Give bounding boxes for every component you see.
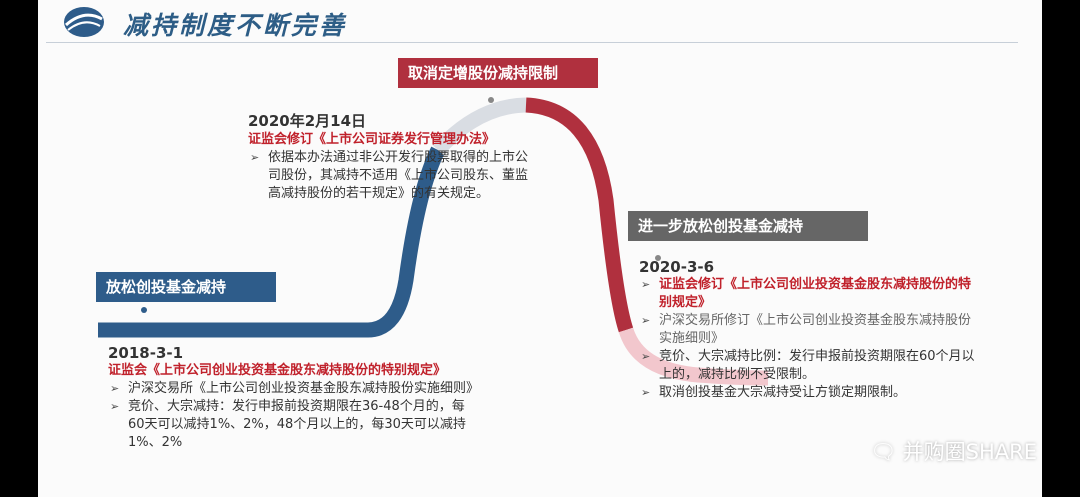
banner-further-relax-vc: 进一步放松创投基金减持 xyxy=(628,211,868,241)
event-title: 证监会《上市公司创业投资基金股东减持股份的特别规定》 xyxy=(108,363,447,378)
banner-remove-restrictions: 取消定增股份减持限制 xyxy=(398,58,598,88)
event-point: 沪深交易所《上市公司创业投资基金股东减持股份实施细则》 xyxy=(108,380,479,398)
event-2020-03: 2020-3-6 证监会修订《上市公司创业投资基金股东减持股份的特别规定》 沪深… xyxy=(639,258,979,402)
watermark-text: 并购圈SHARE xyxy=(902,440,1038,464)
watermark: 🗨并购圈SHARE xyxy=(870,436,1037,466)
title-divider xyxy=(46,42,1018,43)
event-2018: 2018-3-1 证监会《上市公司创业投资基金股东减持股份的特别规定》 沪深交易… xyxy=(108,344,479,452)
event-date: 2018-3-1 xyxy=(108,344,184,362)
wechat-icon: 🗨 xyxy=(870,440,897,464)
page-title: 减持制度不断完善 xyxy=(123,11,348,40)
event-point: 沪深交易所修订《上市公司创业投资基金股东减持股份实施细则》 xyxy=(639,312,979,348)
logo-icon xyxy=(64,7,104,37)
slide: 减持制度不断完善 取消定增股份减持限制 放松创投基金减持 进一步放松创投基金减持… xyxy=(38,0,1042,497)
event-date: 2020年2月14日 xyxy=(248,112,367,130)
event-2020-02: 2020年2月14日 证监会修订《上市公司证券发行管理办法》 依据本办法通过非公… xyxy=(248,110,530,203)
event-point: 证监会修订《上市公司创业投资基金股东减持股份的特别规定》 xyxy=(639,276,979,312)
event-point: 竞价、大宗减持比例：发行申报前投资期限在60个月以上的，减持比例不受限制。 xyxy=(639,348,979,384)
banner-relax-vc: 放松创投基金减持 xyxy=(96,272,276,302)
event-point: 依据本办法通过非公开发行股票取得的上市公司股份，其减持不适用《上市公司股东、董监… xyxy=(248,149,530,203)
event-point: 竞价、大宗减持：发行申报前投资期限在36-48个月的，每60天可以减持1%、2%… xyxy=(108,398,476,452)
event-title: 证监会修订《上市公司证券发行管理办法》 xyxy=(248,132,496,147)
event-date: 2020-3-6 xyxy=(639,258,715,276)
event-point: 取消创投基金大宗减持受让方锁定期限制。 xyxy=(639,384,979,402)
